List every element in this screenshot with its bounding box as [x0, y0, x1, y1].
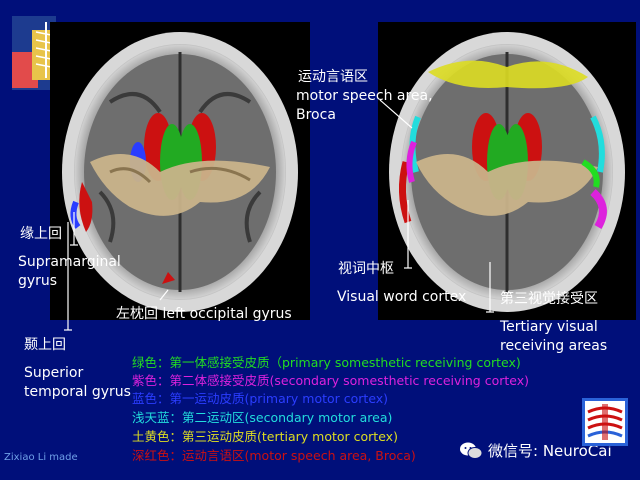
legend-item-cyan: 浅天蓝：第二运动区(secondary motor area)	[132, 410, 393, 425]
tertiary-label-en-2: receiving areas	[500, 338, 608, 354]
credit-text: Zixiao Li made	[4, 452, 78, 463]
sup-temporal-label-en-2: temporal gyrus	[24, 384, 131, 400]
wechat-id: 微信号: NeuroCai	[488, 442, 612, 460]
legend-item-darkred: 深红色：运动言语区(motor speech area, Broca)	[132, 448, 416, 463]
brain-scan-left	[50, 22, 310, 320]
legend-item-green: 绿色：第一体感接受皮质（primary somesthetic receivin…	[132, 355, 521, 370]
wechat-icon	[460, 442, 482, 460]
brain-scan-right	[378, 22, 636, 320]
visual-word-label-en: Visual word cortex	[337, 289, 467, 305]
occipital-label: 左枕回 left occipital gyrus	[116, 306, 292, 322]
legend-item-yellow: 土黄色：第三运动皮质(tertiary motor cortex)	[132, 429, 398, 444]
wechat-watermark: 微信号: NeuroCai	[460, 440, 612, 461]
legend-item-purple: 紫色：第二体感接受皮质(secondary somesthetic receiv…	[132, 373, 529, 388]
broca-label-en-2: Broca	[296, 107, 336, 123]
legend-item-blue: 蓝色：第一运动皮质(primary motor cortex)	[132, 391, 389, 406]
broca-label-en-1: motor speech area,	[296, 88, 433, 104]
sup-temporal-label-cn: 颞上回	[24, 337, 66, 353]
sup-temporal-label-en-1: Superior	[24, 365, 84, 381]
tertiary-label-cn: 第三视觉接受区	[500, 291, 598, 307]
visual-word-label-cn: 视词中枢	[338, 261, 394, 277]
broca-label-cn: 运动言语区	[298, 69, 368, 85]
tertiary-label-en-1: Tertiary visual	[500, 319, 598, 335]
supramarginal-label-en-2: gyrus	[18, 273, 58, 289]
emblem-icon	[582, 398, 628, 446]
supramarginal-label-en-1: Supramarginal	[18, 254, 121, 270]
supramarginal-label-cn: 缘上回	[20, 226, 62, 242]
